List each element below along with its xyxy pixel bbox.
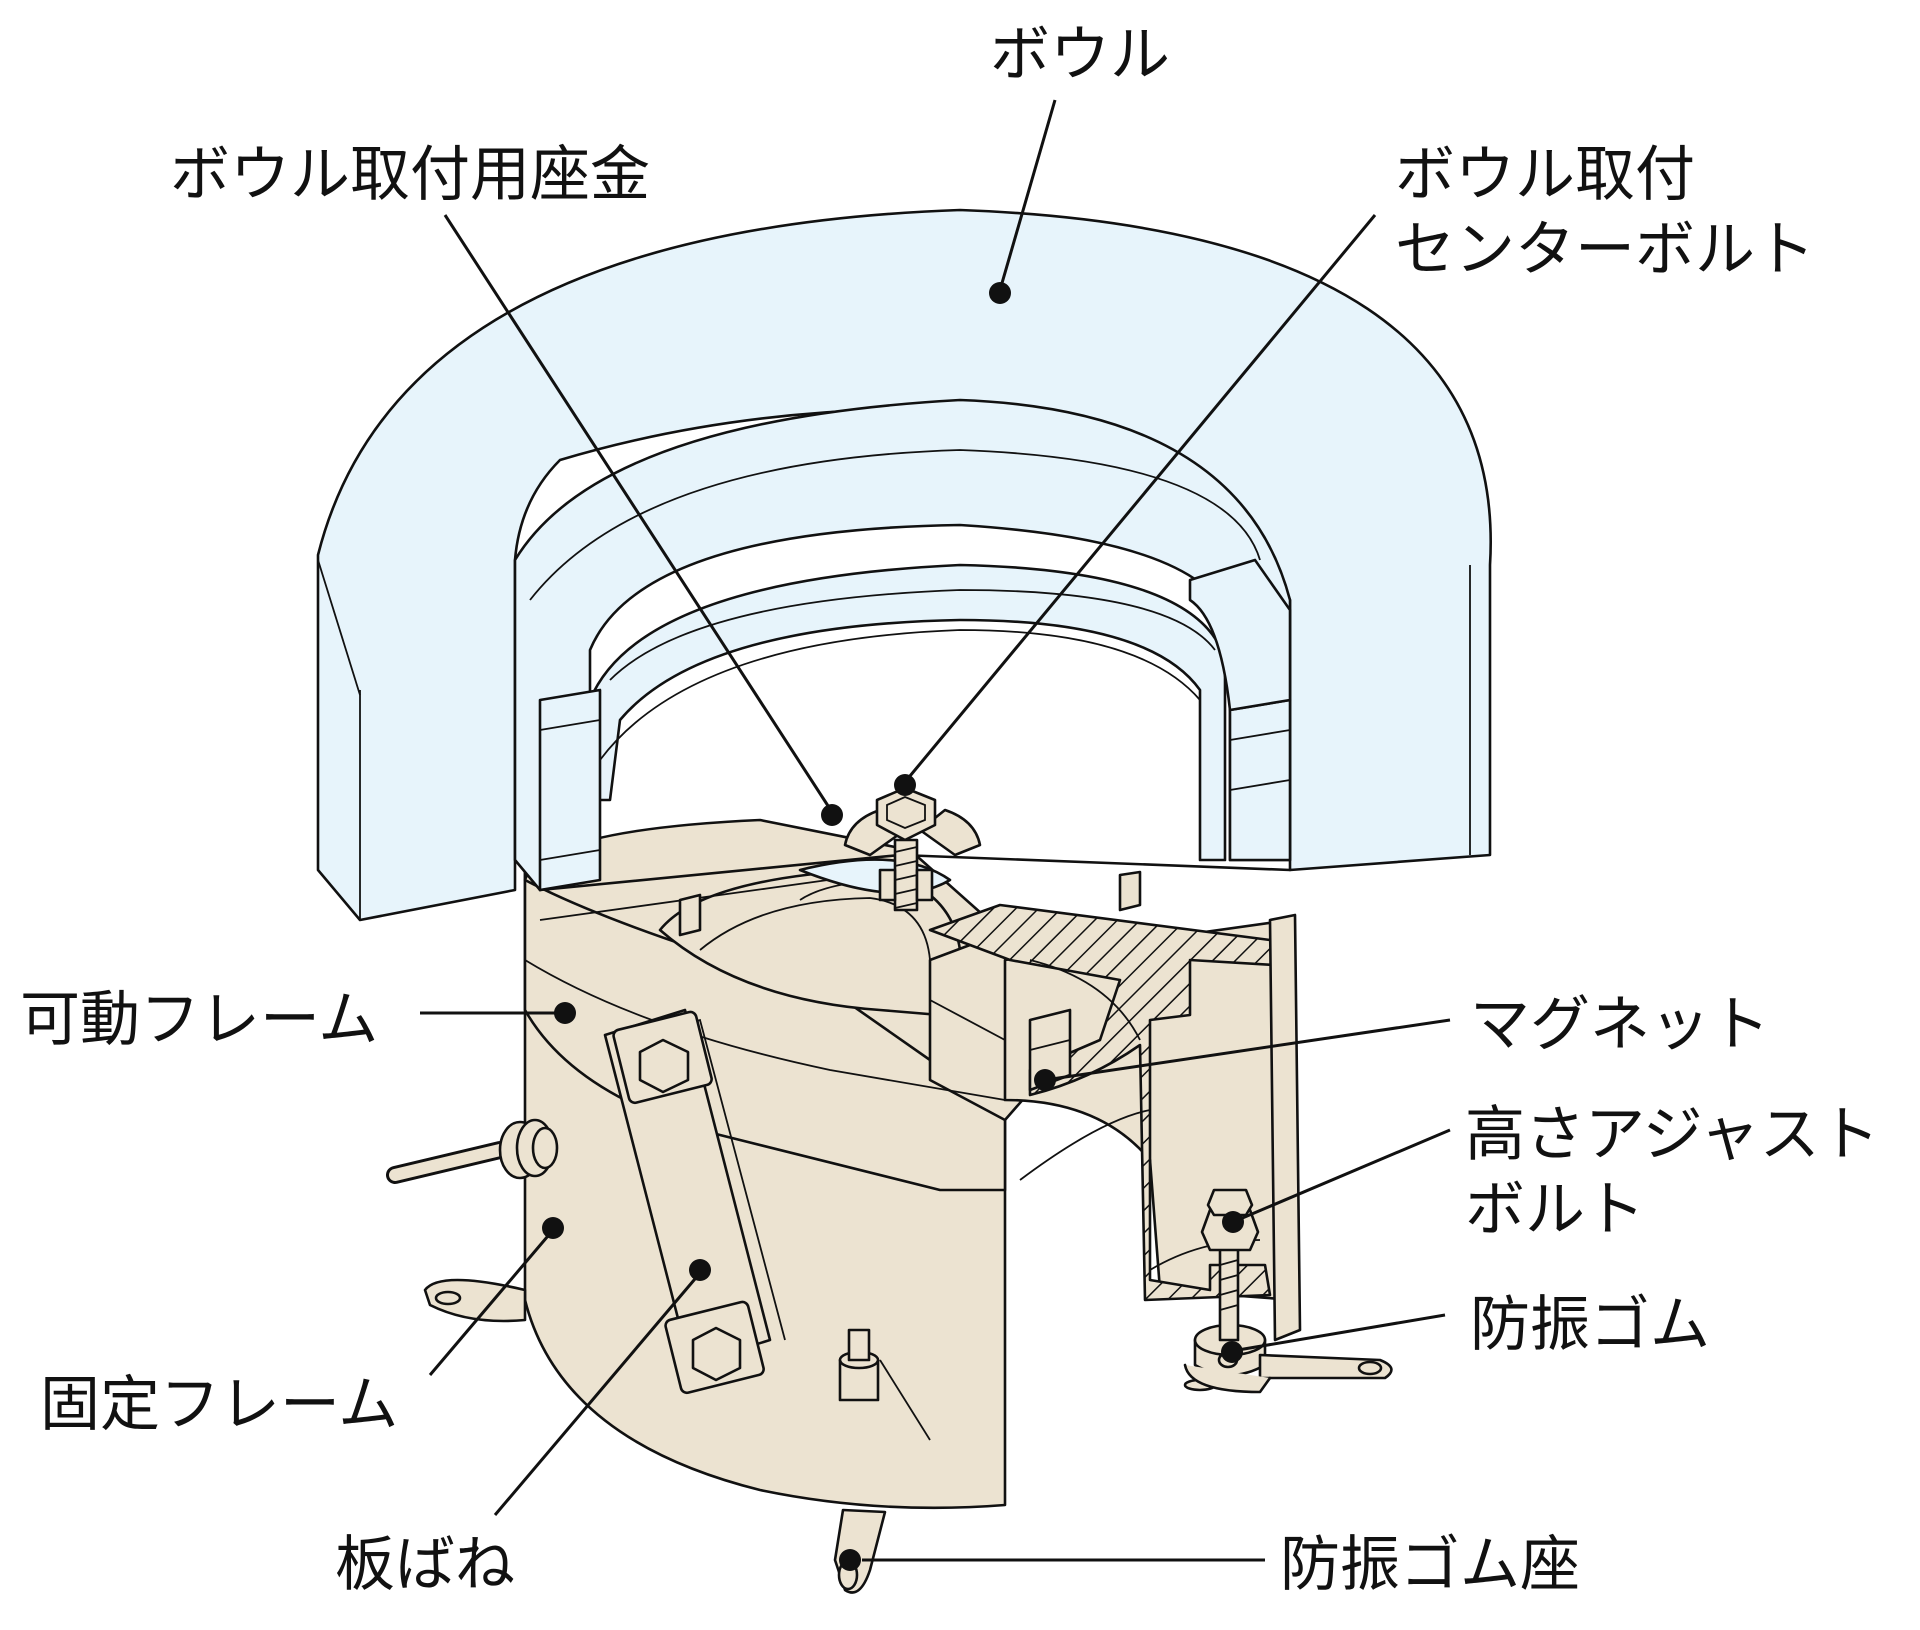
hatched-section	[928, 903, 1277, 1302]
left-mount-seat	[423, 1278, 527, 1323]
label-height-adjust-line2: ボルト	[1465, 1175, 1645, 1245]
power-cable	[386, 1118, 559, 1184]
labels: ボウル ボウル取付用座金 ボウル取付 センターボルト 可動フレーム マグネット …	[20, 20, 1880, 1600]
label-magnet: マグネット	[1470, 990, 1770, 1060]
drive-base	[386, 818, 1393, 1594]
label-leaf-spring: 板ばね	[335, 1530, 515, 1600]
label-movable-frame: 可動フレーム	[20, 985, 378, 1055]
label-bowl-mount-washer: ボウル取付用座金	[170, 140, 650, 210]
label-rubber-mount: 防振ゴム	[1470, 1290, 1710, 1360]
label-rubber-mount-seat: 防振ゴム座	[1280, 1530, 1580, 1600]
label-fixed-frame: 固定フレーム	[40, 1370, 398, 1440]
label-center-bolt-line2: センターボルト	[1395, 215, 1815, 285]
bowl	[316, 208, 1493, 922]
center-bolt-assembly	[678, 786, 1142, 937]
label-bowl: ボウル	[990, 20, 1170, 90]
leaf-spring	[603, 1008, 786, 1395]
leaders	[420, 99, 1451, 1571]
anti-vibration-rubber-seat	[833, 1508, 887, 1594]
label-height-adjust-line1: 高さアジャスト	[1465, 1100, 1880, 1170]
label-center-bolt-line1: ボウル取付	[1395, 140, 1695, 210]
base-front-bolt	[838, 1328, 931, 1441]
